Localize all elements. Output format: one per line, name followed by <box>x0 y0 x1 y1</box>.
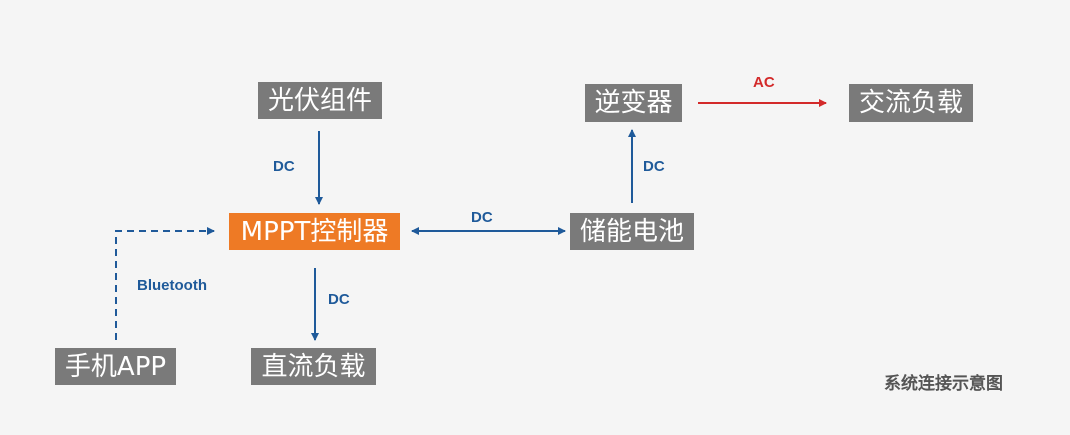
edge-label-mppt-battery: DC <box>471 209 493 226</box>
node-mppt-controller-label: MPPT控制器 <box>240 216 389 247</box>
node-pv-module-label: 光伏组件 <box>267 85 372 116</box>
node-mobile-app: 手机APP <box>55 348 176 385</box>
node-inverter-label: 逆变器 <box>594 88 673 118</box>
edge-label-mppt-to-dc-load: DC <box>328 291 350 308</box>
node-mppt-controller: MPPT控制器 <box>229 213 400 250</box>
node-mobile-app-label: 手机APP <box>64 351 167 382</box>
node-battery: 储能电池 <box>570 213 694 250</box>
edge-label-inverter-to-ac-load: AC <box>753 74 775 91</box>
node-pv-module: 光伏组件 <box>258 82 382 119</box>
node-dc-load: 直流负载 <box>251 348 376 385</box>
arrow-app-to-mppt <box>115 227 215 340</box>
edge-label-app-to-mppt: Bluetooth <box>137 277 207 294</box>
edge-label-pv-to-mppt: DC <box>273 158 295 175</box>
edge-label-battery-to-inverter: DC <box>643 158 665 175</box>
node-inverter: 逆变器 <box>585 84 682 122</box>
node-ac-load: 交流负载 <box>849 84 973 122</box>
node-battery-label: 储能电池 <box>579 216 684 247</box>
node-dc-load-label: 直流负载 <box>261 351 366 382</box>
diagram-caption: 系统连接示意图 <box>884 374 1003 394</box>
node-ac-load-label: 交流负载 <box>858 88 963 118</box>
